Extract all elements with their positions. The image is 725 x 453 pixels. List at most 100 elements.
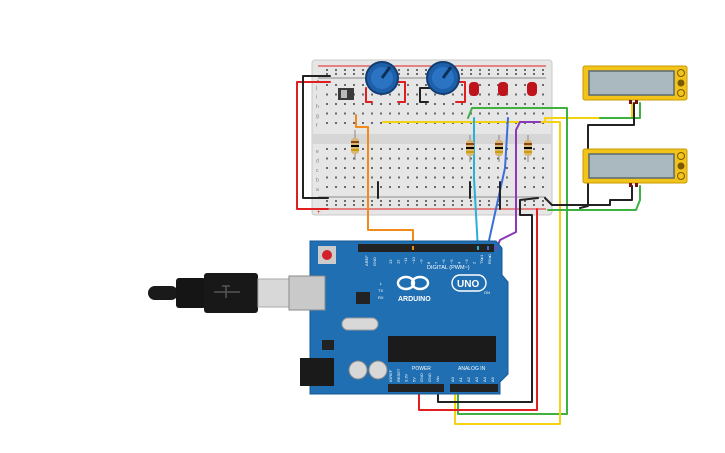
potentiometer-1[interactable]	[365, 61, 399, 95]
breadboard-hole	[461, 93, 463, 96]
breadboard-hole	[407, 186, 409, 188]
row-letter: d	[316, 159, 319, 165]
breadboard-hole	[353, 167, 355, 169]
breadboard-hole	[335, 112, 337, 115]
breadboard-hole	[380, 157, 382, 160]
wire-purple	[495, 121, 541, 251]
pin-label: 13	[388, 259, 393, 264]
wire-black-display-top	[579, 102, 635, 209]
breadboard-hole	[407, 112, 409, 115]
breadboard-hole	[425, 148, 427, 150]
pin-label: ~11	[403, 257, 408, 264]
breadboard-hole	[452, 103, 454, 105]
led-3[interactable]	[527, 82, 537, 96]
breadboard-hole	[416, 73, 418, 75]
breadboard-hole	[533, 167, 535, 169]
breadboard-hole	[326, 176, 328, 179]
breadboard-hole	[497, 186, 499, 188]
breadboard-hole	[497, 176, 499, 179]
wire-black-right	[437, 197, 539, 403]
breadboard-hole	[461, 176, 463, 179]
breadboard-hole	[488, 73, 490, 75]
breadboard-hole	[407, 167, 409, 169]
wire-green-display-bottom	[547, 185, 641, 211]
pin-label: IOREF	[388, 369, 393, 382]
breadboard-holes	[326, 69, 544, 206]
breadboard-hole	[479, 157, 481, 160]
led-2[interactable]	[498, 82, 508, 96]
breadboard-hole	[425, 167, 427, 169]
power-header	[388, 384, 444, 392]
breadboard-hole	[380, 122, 382, 124]
analog-label: ANALOG IN	[458, 366, 486, 372]
resistor-3[interactable]	[495, 135, 503, 162]
breadboard-hole	[326, 167, 328, 169]
breadboard-hole	[524, 73, 526, 75]
breadboard-hole	[488, 103, 490, 105]
breadboard-hole	[533, 200, 535, 202]
breadboard-hole	[470, 200, 472, 202]
display-bottom[interactable]	[582, 148, 688, 187]
resistor-1[interactable]	[351, 130, 359, 160]
wire-red-right	[418, 208, 538, 411]
breadboard-hole	[416, 103, 418, 105]
breadboard-hole	[416, 157, 418, 160]
breadboard-hole	[380, 204, 382, 206]
breadboard-hole	[398, 112, 400, 115]
breadboard-hole	[479, 186, 481, 188]
breadboard-hole	[542, 112, 544, 115]
breadboard-hole	[452, 148, 454, 150]
breadboard-hole	[470, 73, 472, 75]
breadboard-hole	[335, 103, 337, 105]
breadboard-hole	[344, 73, 346, 75]
display-top[interactable]	[582, 65, 688, 104]
analog-header	[450, 384, 498, 392]
breadboard-hole	[398, 200, 400, 202]
breadboard-hole	[326, 93, 328, 96]
breadboard-hole	[452, 200, 454, 202]
breadboard-hole	[380, 148, 382, 150]
breadboard-hole	[326, 200, 328, 202]
breadboard-hole	[407, 73, 409, 75]
breadboard-hole	[461, 167, 463, 169]
breadboard-hole	[407, 69, 409, 71]
breadboard-hole	[416, 176, 418, 179]
potentiometer-2[interactable]	[426, 61, 460, 95]
breadboard-hole	[389, 148, 391, 150]
arduino-model-badge: UNO	[457, 279, 479, 290]
breadboard-hole	[335, 204, 337, 206]
breadboard-hole	[515, 103, 517, 105]
resistor-4[interactable]	[524, 135, 532, 162]
breadboard-hole	[344, 84, 346, 86]
breadboard-hole	[524, 176, 526, 179]
breadboard-hole	[362, 73, 364, 75]
breadboard-hole	[470, 112, 472, 115]
breadboard-hole	[434, 93, 436, 96]
led-1[interactable]	[469, 82, 479, 96]
breadboard-hole	[533, 73, 535, 75]
pin-label: 5V	[411, 377, 416, 382]
breadboard-hole	[542, 186, 544, 188]
breadboard-hole	[479, 112, 481, 115]
breadboard-hole	[506, 103, 508, 105]
breadboard-hole	[416, 112, 418, 115]
breadboard-hole	[335, 200, 337, 202]
usb-cable[interactable]	[148, 273, 291, 313]
breadboard-hole	[506, 200, 508, 202]
breadboard-hole	[353, 103, 355, 105]
breadboard-hole	[389, 157, 391, 160]
breadboard-hole	[542, 93, 544, 96]
breadboard-hole	[335, 176, 337, 179]
breadboard-hole	[488, 157, 490, 160]
slide-switch[interactable]	[338, 88, 354, 100]
arduino-uno-board: ARDUINO UNO DIGITAL (PWM~) AREF GND ON T…	[288, 240, 509, 395]
breadboard-hole	[362, 122, 364, 124]
breadboard-hole	[497, 84, 499, 86]
resistor-2[interactable]	[466, 135, 474, 162]
breadboard-hole	[434, 186, 436, 188]
row-letter: b	[316, 178, 319, 184]
breadboard-hole	[506, 204, 508, 206]
wire-black-display	[544, 185, 633, 206]
